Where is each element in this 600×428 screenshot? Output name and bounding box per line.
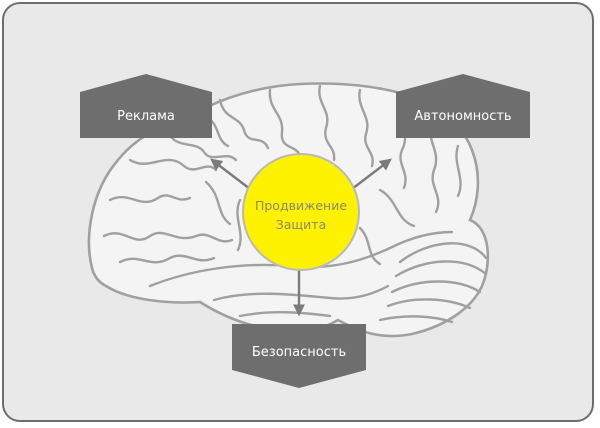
box-bottom-label: Безопасность [252,345,346,360]
center-label-line1: Продвижение [255,198,347,213]
box-left: Реклама [80,74,212,138]
center-node: Продвижение Защита [242,153,360,271]
box-left-label: Реклама [117,109,175,124]
box-right: Автономность [396,74,530,138]
arrow-right [347,158,392,193]
box-right-label: Автономность [414,109,511,124]
arrow-left [210,158,255,193]
box-bottom: Безопасность [232,324,366,388]
center-label-line2: Защита [276,217,327,232]
